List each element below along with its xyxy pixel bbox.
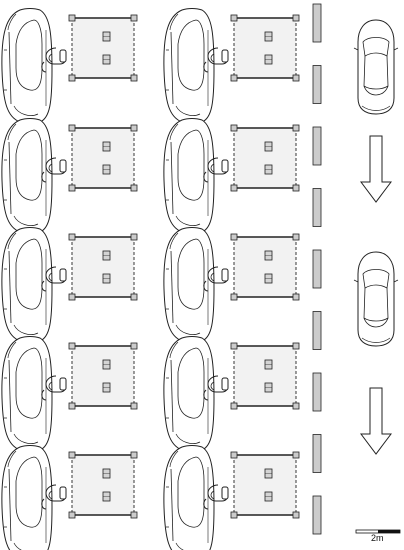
lane-divider-segment <box>312 311 322 350</box>
charging-bay <box>163 8 300 129</box>
parked-car <box>163 227 215 348</box>
charger-unit <box>68 233 138 301</box>
scale-label: 2m <box>371 533 384 543</box>
lane-divider-segment <box>312 126 322 166</box>
lane-divider-segment <box>312 434 322 473</box>
lane-divider-segment <box>312 372 322 412</box>
charging-bay <box>163 445 300 550</box>
charger-unit <box>68 342 138 410</box>
charging-bay <box>163 336 300 457</box>
charger-unit <box>230 14 300 82</box>
charging-bay <box>163 227 300 348</box>
charger-unit <box>230 342 300 410</box>
charger-unit <box>68 14 138 82</box>
parked-car <box>163 445 215 550</box>
parked-car <box>163 118 215 239</box>
parked-car <box>1 445 53 550</box>
charger-unit <box>230 233 300 301</box>
driving-lane <box>312 3 399 535</box>
charger-unit <box>230 124 300 192</box>
moving-car <box>353 19 399 115</box>
charging-bays <box>1 8 300 550</box>
lane-direction-arrow <box>360 135 392 203</box>
lane-divider-segment <box>312 3 322 43</box>
charger-unit <box>68 124 138 192</box>
charging-bay <box>163 118 300 239</box>
charger-unit <box>230 451 300 519</box>
charging-bay <box>1 8 138 129</box>
charging-bay <box>1 118 138 239</box>
lane-divider-segment <box>312 249 322 289</box>
charging-bay <box>1 336 138 457</box>
lane-direction-arrow <box>360 387 392 455</box>
moving-car <box>353 251 399 347</box>
parked-car <box>163 8 215 129</box>
parked-car <box>1 227 53 348</box>
parked-car <box>163 336 215 457</box>
lane-divider-segment <box>312 495 322 535</box>
charger-unit <box>68 451 138 519</box>
lane-divider-segment <box>312 65 322 104</box>
parked-car <box>1 336 53 457</box>
parked-car <box>1 8 53 129</box>
parked-car <box>1 118 53 239</box>
lane-divider-segment <box>312 188 322 227</box>
charging-bay <box>1 445 138 550</box>
scale-bar <box>355 529 401 534</box>
charging-bay <box>1 227 138 348</box>
